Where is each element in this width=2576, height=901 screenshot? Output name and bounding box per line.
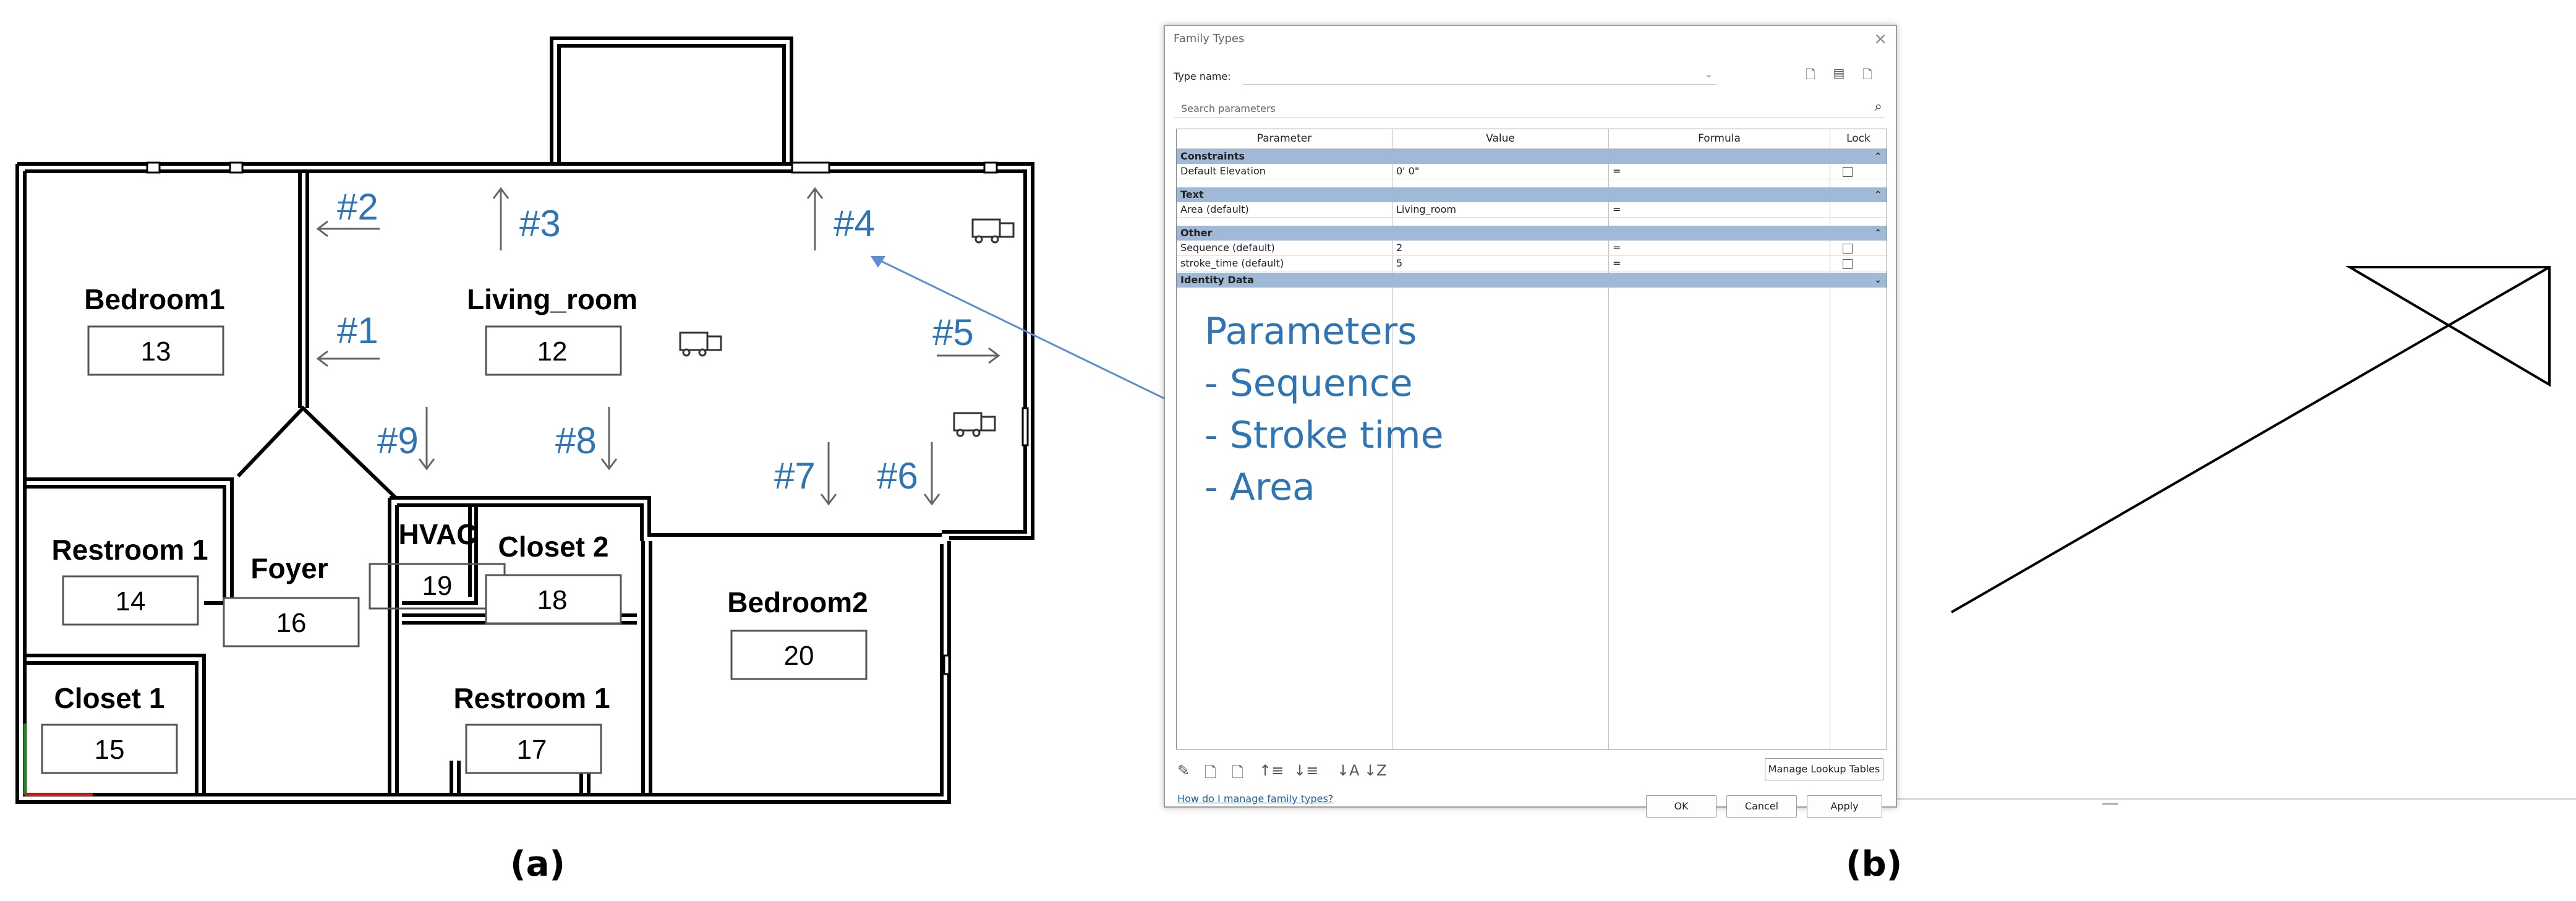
- delete-type-icon[interactable]: 🗋: [1862, 67, 1873, 82]
- rename-type-icon[interactable]: ▤: [1833, 66, 1845, 80]
- type-name-label: Type name:: [1174, 70, 1231, 82]
- group-label: Other: [1180, 227, 1213, 239]
- search-parameters-input[interactable]: Search parameters ⌕: [1174, 99, 1885, 118]
- room-label-closet-1: Closet 1: [54, 682, 165, 714]
- parameter-value[interactable]: 0' 0": [1396, 165, 1420, 177]
- room-label-restroom-1-left: Restroom 1: [51, 534, 208, 566]
- column-header-lock[interactable]: Lock: [1830, 129, 1887, 148]
- dialog-title: Family Types: [1174, 32, 1245, 45]
- caption-a: (a): [510, 844, 565, 884]
- callout-item-stroke-time: - Stroke time: [1205, 414, 1444, 457]
- parameters-callout: Parameters - Sequence - Stroke time - Ar…: [1205, 305, 1444, 513]
- move-down-icon[interactable]: ↓≡: [1294, 762, 1319, 779]
- group-label: Identity Data: [1180, 274, 1254, 286]
- room-number-14: 14: [116, 586, 146, 617]
- delete-parameter-icon[interactable]: 🗋: [1232, 764, 1244, 781]
- column-header-formula[interactable]: Formula: [1609, 129, 1830, 148]
- group-text[interactable]: Text ⌃: [1177, 187, 1887, 202]
- caption-b: (b): [1846, 844, 1903, 884]
- edit-pencil-icon[interactable]: ✎: [1177, 762, 1190, 779]
- new-type-icon[interactable]: 🗋: [1805, 67, 1816, 82]
- sequence-label-2: #2: [337, 186, 378, 228]
- manage-lookup-tables-button[interactable]: Manage Lookup Tables: [1765, 758, 1883, 780]
- parameter-name: Default Elevation: [1180, 165, 1266, 177]
- ok-button[interactable]: OK: [1646, 795, 1717, 818]
- sequence-label-5: #5: [932, 312, 974, 353]
- new-parameter-icon[interactable]: 🗋: [1205, 764, 1217, 781]
- sort-ascending-icon[interactable]: ↓A: [1337, 762, 1360, 779]
- callout-item-area: - Area: [1205, 466, 1315, 509]
- parameter-value[interactable]: 2: [1396, 242, 1403, 254]
- room-number-18: 18: [537, 585, 568, 615]
- right-diagram: [1951, 266, 2551, 613]
- table-row[interactable]: Area (default) Living_room =: [1177, 202, 1887, 218]
- family-types-dialog: Family Types × Type name: ⌄ 🗋 ▤ 🗋 Search…: [1164, 25, 1897, 818]
- room-label-living-room: Living_room: [467, 283, 638, 315]
- sort-descending-icon[interactable]: ↓Z: [1364, 762, 1387, 779]
- search-placeholder: Search parameters: [1181, 103, 1276, 114]
- sequence-label-9: #9: [377, 420, 419, 461]
- room-number-13: 13: [141, 336, 171, 367]
- room-label-bedroom2: Bedroom2: [727, 586, 868, 618]
- parameter-name: Sequence (default): [1180, 242, 1275, 254]
- callout-connector: [871, 255, 1200, 417]
- collapse-icon[interactable]: ⌃: [1874, 190, 1882, 200]
- group-other[interactable]: Other ⌃: [1177, 226, 1887, 241]
- room-label-closet-2: Closet 2: [498, 531, 609, 563]
- apply-button[interactable]: Apply: [1807, 795, 1882, 818]
- parameter-formula[interactable]: =: [1613, 242, 1621, 254]
- equipment-icon: [679, 218, 1015, 437]
- group-label: Text: [1180, 189, 1204, 200]
- sequence-label-7: #7: [774, 455, 816, 497]
- group-identity-data[interactable]: Identity Data ⌄: [1177, 273, 1887, 288]
- sequence-label-8: #8: [555, 420, 597, 461]
- room-number-20: 20: [784, 641, 814, 671]
- close-icon[interactable]: ×: [1874, 30, 1887, 48]
- room-label-restroom-1-bottom: Restroom 1: [453, 682, 610, 714]
- help-link[interactable]: How do I manage family types?: [1177, 793, 1334, 805]
- room-label-hvac: HVAC: [399, 518, 477, 550]
- collapse-icon[interactable]: ⌃: [1874, 152, 1882, 161]
- parameter-formula[interactable]: =: [1613, 203, 1621, 215]
- room-number-19: 19: [422, 571, 453, 601]
- lock-checkbox[interactable]: [1843, 244, 1853, 254]
- sequence-label-1: #1: [337, 310, 378, 351]
- cancel-button[interactable]: Cancel: [1726, 795, 1797, 818]
- parameter-grid: Parameter Value Formula Lock Constraints…: [1176, 129, 1887, 749]
- sequence-label-4: #4: [834, 203, 875, 244]
- room-number-16: 16: [276, 608, 307, 638]
- parameter-value[interactable]: 5: [1396, 257, 1403, 269]
- search-icon[interactable]: ⌕: [1874, 99, 1882, 114]
- callout-item-sequence: - Sequence: [1205, 362, 1413, 405]
- move-up-icon[interactable]: ↑≡: [1259, 762, 1284, 779]
- room-number-15: 15: [95, 735, 125, 765]
- callout-title: Parameters: [1205, 310, 1417, 353]
- type-name-dropdown[interactable]: ⌄: [1243, 66, 1717, 85]
- parameter-value[interactable]: Living_room: [1396, 203, 1456, 215]
- chevron-down-icon: ⌄: [1704, 68, 1713, 80]
- room-number-12: 12: [537, 336, 568, 367]
- group-label: Constraints: [1180, 150, 1245, 162]
- table-row[interactable]: Default Elevation 0' 0" =: [1177, 164, 1887, 179]
- table-row[interactable]: stroke_time (default) 5 =: [1177, 256, 1887, 271]
- parameter-name: Area (default): [1180, 203, 1249, 215]
- sequence-label-3: #3: [519, 203, 561, 244]
- column-header-parameter[interactable]: Parameter: [1177, 129, 1392, 148]
- group-constraints[interactable]: Constraints ⌃: [1177, 149, 1887, 164]
- table-row[interactable]: Sequence (default) 2 =: [1177, 241, 1887, 256]
- parameter-name: stroke_time (default): [1180, 257, 1284, 269]
- column-header-value[interactable]: Value: [1392, 129, 1608, 148]
- room-label-bedroom1: Bedroom1: [84, 283, 224, 315]
- room-label-foyer: Foyer: [250, 552, 328, 584]
- lock-checkbox[interactable]: [1843, 259, 1853, 269]
- sequence-label-6: #6: [877, 455, 918, 497]
- expand-icon[interactable]: ⌄: [1874, 275, 1882, 285]
- collapse-icon[interactable]: ⌃: [1874, 228, 1882, 238]
- lock-checkbox[interactable]: [1843, 167, 1853, 177]
- room-number-17: 17: [517, 735, 547, 765]
- parameter-formula[interactable]: =: [1613, 257, 1621, 269]
- parameter-formula[interactable]: =: [1613, 165, 1621, 177]
